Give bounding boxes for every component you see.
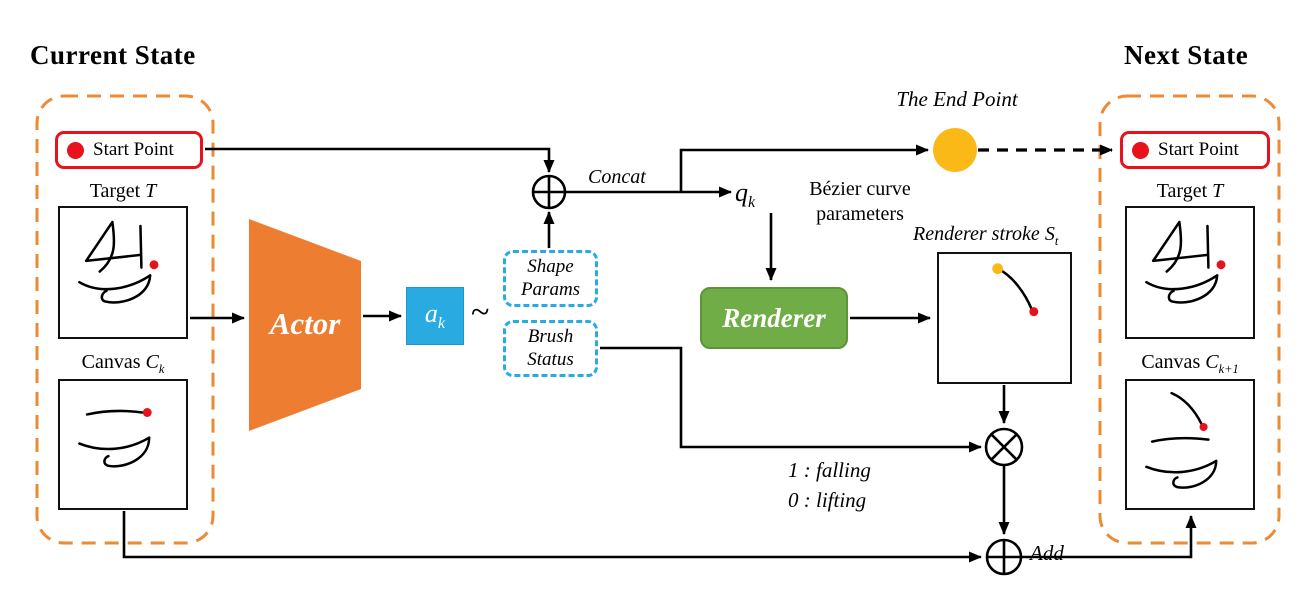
shape-params-line1: Shape (527, 255, 574, 277)
canvas-word: Canvas (81, 351, 141, 373)
plus-glyph (533, 176, 565, 208)
action-sub: k (437, 315, 446, 333)
current-canvas-label: Canvas Ck (58, 351, 188, 377)
target-sketch (1145, 220, 1227, 304)
arrow-brush-status-to-multiply (600, 346, 982, 453)
canvas-sub: k (158, 362, 165, 376)
start-point-label: Start Point (93, 139, 174, 160)
next-canvas-label: Canvas Ck+1 (1125, 351, 1255, 377)
renderer-box: Renderer (700, 287, 848, 349)
next-target-label: Target T (1125, 180, 1255, 203)
target-word: Target (89, 180, 141, 202)
concat-label: Concat (588, 166, 646, 188)
canvas-var: C (145, 351, 159, 373)
next-canvas-image (1125, 379, 1255, 510)
arrow-add-to-next-canvas (1021, 515, 1197, 559)
canvas-k1-sketch (1145, 391, 1218, 489)
canvas-k-sketch (78, 406, 153, 468)
gate-line2: 0 : lifting (788, 488, 867, 513)
current-target-image (58, 206, 188, 339)
next-target-image (1125, 206, 1255, 339)
next-state-heading: Next State (1124, 40, 1249, 70)
brush-status-line2: Status (527, 348, 574, 370)
bezier-line1: Bézier curve (809, 178, 911, 200)
brush-status-box: Brush Status (503, 320, 598, 377)
tilde-symbol: ~ (471, 294, 490, 331)
plus-glyph (987, 540, 1021, 574)
end-point-label: The End Point (896, 87, 1018, 111)
target-var: T (1212, 180, 1224, 202)
shape-params-line2: Params (520, 278, 581, 300)
current-start-point-box: Start Point (55, 131, 203, 169)
action-var: a (424, 298, 438, 328)
actor-trapezoid (249, 219, 361, 431)
start-point-dot-icon (1132, 141, 1149, 159)
stroke-sketch (991, 262, 1040, 318)
action-ak-box: ak (406, 287, 464, 345)
bezier-caption: Bézier curve parameters (785, 177, 935, 227)
end-point-dot (933, 128, 977, 172)
actor-label: Actor (269, 306, 341, 341)
rendered-stroke-image (937, 252, 1072, 384)
canvas-word: Canvas (1141, 351, 1201, 373)
next-start-point-box: Start Point (1120, 131, 1270, 169)
stroke-sub: t (1054, 234, 1059, 248)
stroke-caption: Renderer stroke St (913, 223, 1058, 249)
stroke-var: S (1044, 223, 1055, 245)
qk-label: qk (735, 178, 755, 212)
multiply-icon (984, 427, 1024, 467)
start-point-dot-icon (67, 141, 84, 159)
current-canvas-image (58, 379, 188, 510)
arrow-concat-to-end-point (679, 144, 929, 192)
current-state-heading: Current State (30, 40, 196, 70)
start-point-label: Start Point (1158, 139, 1239, 160)
arrow-canvas-to-add (122, 511, 982, 563)
gate-line1: 1 : falling (788, 458, 871, 482)
canvas-var: C (1205, 351, 1219, 373)
q-sub: k (748, 194, 756, 212)
target-word: Target (1156, 180, 1208, 202)
next-state-panel-outline (1098, 94, 1281, 545)
canvas-sub: k+1 (1218, 362, 1239, 376)
q-var: q (735, 178, 748, 207)
target-sketch (78, 220, 160, 304)
target-var: T (145, 180, 157, 202)
gate-caption: 1 : falling 0 : lifting (788, 455, 871, 516)
arrow-start-point-to-concat (205, 147, 555, 173)
add-plus-icon (985, 538, 1023, 576)
add-label: Add (1030, 541, 1064, 565)
times-glyph (990, 433, 1018, 461)
concat-plus-icon (531, 174, 567, 210)
brush-status-line1: Brush (527, 325, 574, 347)
bezier-line2: parameters (816, 203, 904, 225)
stroke-caption-text: Renderer stroke (913, 223, 1040, 245)
current-target-label: Target T (58, 180, 188, 203)
shape-params-box: Shape Params (503, 250, 598, 307)
